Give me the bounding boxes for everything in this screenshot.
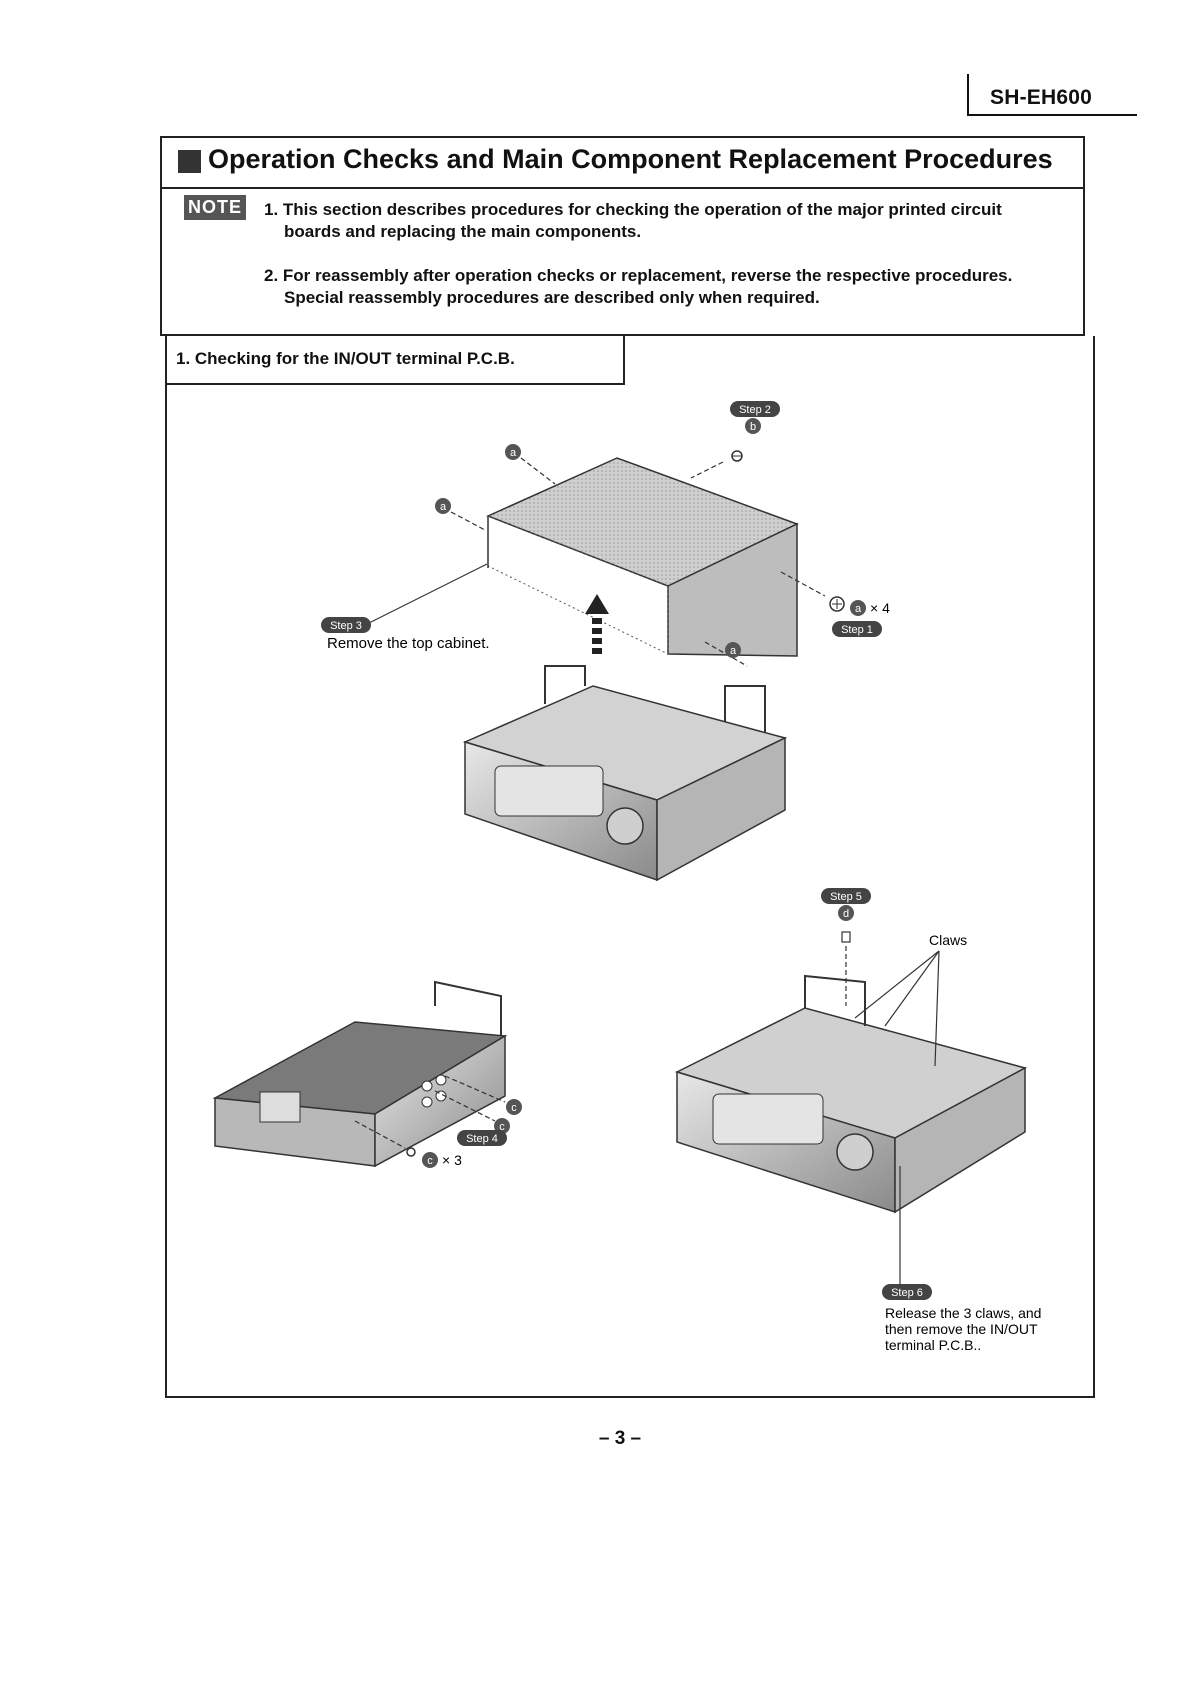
step-badge-2: Step 2	[730, 401, 780, 417]
lift-arrow-icon	[585, 594, 609, 654]
note-item-1-line-1: 1. This section describes procedures for…	[264, 200, 1002, 219]
step-badge-1: Step 1	[832, 621, 882, 637]
svg-text:Step 5: Step 5	[830, 891, 862, 903]
screw-marker-a: a	[725, 642, 741, 658]
page-title: Operation Checks and Main Component Repl…	[208, 144, 1053, 174]
step-3-caption: Remove the top cabinet.	[327, 635, 490, 652]
screw-icon	[829, 596, 845, 612]
svg-text:a: a	[730, 645, 737, 657]
claws-label: Claws	[929, 932, 967, 948]
screw-marker-c: c	[506, 1099, 522, 1115]
screw-marker-d: d	[838, 905, 854, 921]
svg-text:Step 2: Step 2	[739, 404, 771, 416]
model-number: SH-EH600	[990, 86, 1092, 109]
procedure-frame	[165, 336, 1095, 1398]
screw-icon	[841, 931, 851, 943]
svg-text:Step 6: Step 6	[891, 1287, 923, 1299]
step-badge-6: Step 6	[882, 1284, 932, 1300]
screw-icon	[731, 450, 743, 462]
header-rule-horizontal	[967, 114, 1137, 116]
svg-text:c: c	[427, 1155, 433, 1167]
screw-icon	[406, 1147, 416, 1157]
screw-leaders-lower-left	[354, 1075, 506, 1149]
svg-text:d: d	[843, 908, 849, 920]
step-6-caption-line-2: then remove the IN/OUT	[885, 1321, 1038, 1337]
screw-leaders-top	[366, 457, 826, 667]
title-frame	[160, 136, 1085, 336]
step-6-caption-line-3: terminal P.C.B..	[885, 1337, 981, 1353]
note-badge: NOTE	[184, 195, 246, 220]
step-badge-5: Step 5	[821, 888, 871, 904]
svg-text:a: a	[510, 447, 517, 459]
header-rule-vertical	[967, 74, 969, 114]
disassembly-diagram: a a a a b × 4 Step 2 Step 1 Step 3 Remov…	[212, 401, 1041, 1353]
note-item-2-line-1: 2. For reassembly after operation checks…	[264, 266, 1013, 285]
title-square-bullet	[178, 150, 201, 173]
svg-text:Step 3: Step 3	[330, 620, 362, 632]
chassis-rear-view	[212, 980, 508, 1168]
section-title-box	[165, 336, 625, 385]
chassis-upper	[462, 665, 788, 882]
section-title: 1. Checking for the IN/OUT terminal P.C.…	[176, 349, 515, 368]
svg-text:Step 1: Step 1	[841, 624, 873, 636]
svg-text:Step 4: Step 4	[466, 1133, 498, 1145]
step-badge-4: Step 4	[457, 1130, 507, 1146]
screw-marker-c: c	[422, 1152, 438, 1168]
screw-marker-a: a	[435, 498, 451, 514]
title-divider	[160, 187, 1085, 189]
svg-text:a: a	[855, 603, 862, 615]
note-item-1-line-2: boards and replacing the main components…	[284, 222, 642, 241]
screw-marker-b: b	[745, 418, 761, 434]
note-item-2-line-2: Special reassembly procedures are descri…	[284, 288, 820, 307]
claws-leaders	[854, 950, 940, 1067]
screw-c-quantity: × 3	[442, 1152, 462, 1168]
top-cabinet	[486, 457, 799, 657]
screw-marker-a: a	[850, 600, 866, 616]
page-number: – 3 –	[598, 1428, 642, 1449]
step-badge-3: Step 3	[321, 617, 371, 633]
svg-text:b: b	[750, 421, 756, 433]
screw-a-quantity: × 4	[870, 600, 890, 616]
svg-text:a: a	[440, 501, 447, 513]
screw-marker-a: a	[505, 444, 521, 460]
chassis-lower-right	[674, 974, 1028, 1214]
svg-text:c: c	[499, 1121, 505, 1133]
svg-text:c: c	[511, 1102, 517, 1114]
step-6-caption-line-1: Release the 3 claws, and	[885, 1305, 1041, 1321]
